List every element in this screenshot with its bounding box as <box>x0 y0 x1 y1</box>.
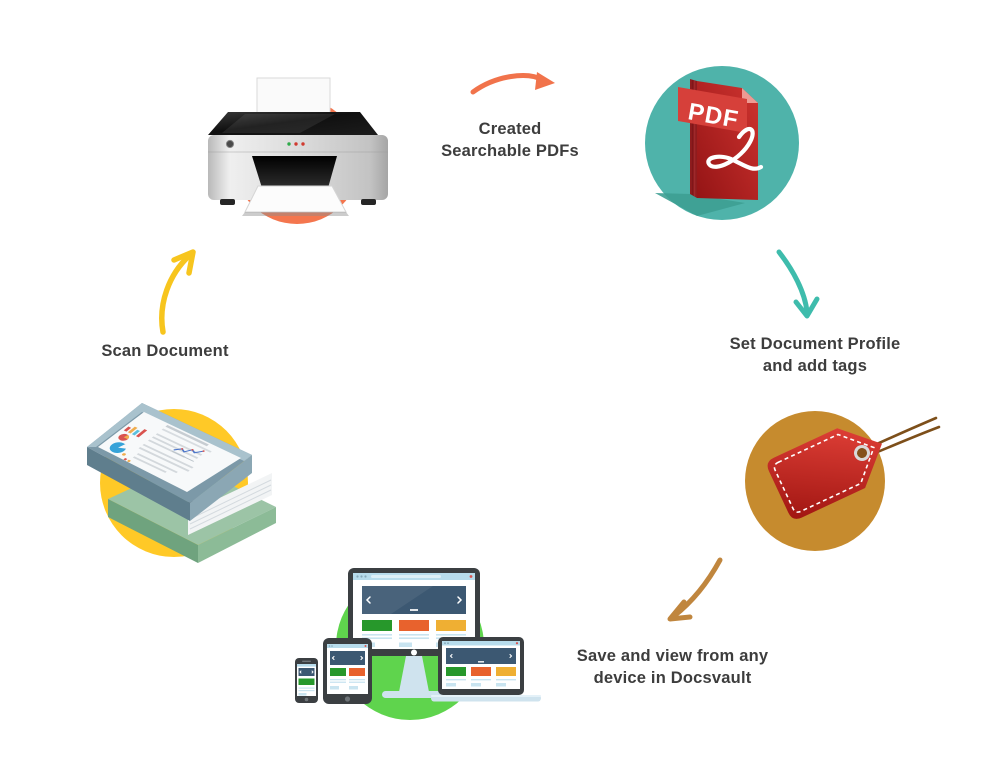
responsive-devices-icon <box>295 568 541 720</box>
led-green <box>287 142 291 146</box>
pdf-file-icon: PDF <box>645 66 799 220</box>
arrow-tray-to-printer <box>159 249 196 335</box>
pdf-ribbon <box>678 87 747 133</box>
power-button-icon <box>225 139 235 149</box>
blue-tray <box>87 403 252 521</box>
price-tag-icon <box>745 411 941 551</box>
document-sheet <box>98 412 241 492</box>
arrow-tag-to-devices <box>667 557 723 622</box>
arrowhead <box>535 72 555 90</box>
tag-stitching <box>773 433 875 513</box>
paper-stack <box>188 473 272 535</box>
acrobat-swirl-icon <box>706 126 764 171</box>
led-red-2 <box>301 142 305 146</box>
document-tray-illustration <box>80 395 300 567</box>
tablet-icon <box>323 638 372 704</box>
label-scan-document: Scan Document <box>101 342 229 360</box>
document-tray-icon <box>87 403 276 563</box>
printer-icon <box>208 77 388 224</box>
arrow-pdf-to-tag <box>776 249 820 319</box>
label-set-document-profile: Set Document Profile and add tags <box>729 335 901 375</box>
arrowhead <box>171 249 196 276</box>
devices-illustration <box>283 560 545 722</box>
laptop-icon <box>431 637 541 702</box>
mini-bar-chart <box>123 426 148 438</box>
book-shadow <box>655 193 745 216</box>
document-doodles <box>109 425 212 474</box>
mini-pie-blue <box>109 442 127 453</box>
mini-line-chart <box>171 448 205 462</box>
output-paper <box>244 185 347 213</box>
arrow-printer-to-pdf <box>470 72 555 95</box>
label-save-and-view: Save and view from any device in Docsvau… <box>576 647 769 687</box>
tag-hole <box>854 445 871 462</box>
desktop-monitor-icon <box>348 568 480 698</box>
pdf-illustration: PDF <box>645 63 805 223</box>
printer-illustration <box>200 60 400 235</box>
arrowhead <box>793 296 820 319</box>
mini-pie-red <box>118 433 130 441</box>
label-created-searchable-pdfs: Created Searchable PDFs <box>441 120 579 160</box>
printer-lid <box>208 112 378 135</box>
tag-illustration <box>740 403 945 563</box>
smartphone-icon <box>295 658 318 703</box>
tag-body <box>767 428 882 519</box>
printer-output-slot <box>252 156 337 188</box>
arrowhead <box>667 599 693 622</box>
led-red-1 <box>294 142 298 146</box>
